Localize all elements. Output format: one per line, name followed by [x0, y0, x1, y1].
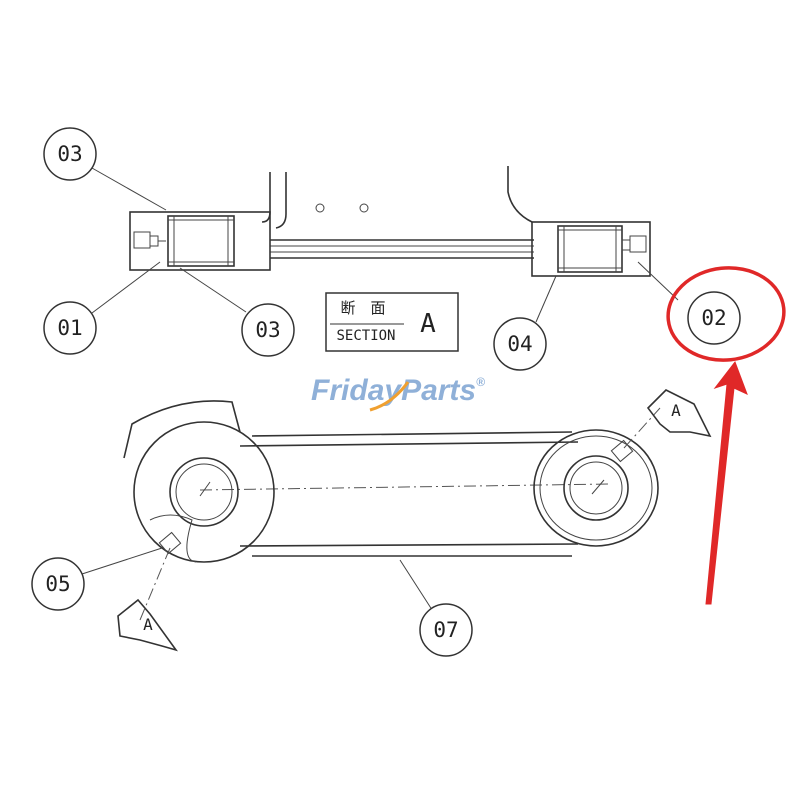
section-mark: A [671, 401, 681, 420]
section-kanji: 断 面 [340, 299, 385, 317]
callout-07: 07 [419, 603, 473, 657]
watermark-reg: ® [476, 375, 485, 389]
svg-text:07: 07 [433, 618, 458, 642]
callout-03-top: 03 [43, 127, 97, 181]
svg-text:01: 01 [57, 316, 82, 340]
svg-text:FridayParts®: FridayParts® [311, 374, 485, 407]
section-arrow-bottom-left: A [117, 598, 179, 652]
svg-text:02: 02 [701, 306, 726, 330]
section-view-top [87, 166, 679, 323]
highlight-arrow-icon [705, 360, 748, 605]
watermark-logo: FridayParts® [311, 374, 485, 412]
link-arm-view [81, 400, 661, 621]
hole [315, 203, 325, 213]
callout-04: 04 [493, 317, 547, 371]
watermark-part2: Parts [401, 374, 476, 407]
highlight-ellipse [666, 266, 786, 362]
section-word: SECTION [336, 328, 395, 344]
hole [359, 203, 369, 213]
callout-05: 05 [31, 557, 85, 611]
callout-01: 01 [43, 301, 97, 355]
svg-text:05: 05 [45, 572, 70, 596]
svg-text:03: 03 [57, 142, 82, 166]
section-letter: A [420, 309, 436, 339]
svg-text:03: 03 [255, 318, 280, 342]
callout-02: 02 [687, 291, 741, 345]
highlight-annotation [666, 266, 786, 605]
callout-03-bottom: 03 [241, 303, 295, 357]
right-bushing-housing [531, 221, 651, 277]
left-bushing-housing [129, 211, 271, 271]
section-label-box: 断 面 SECTION A [325, 292, 459, 352]
section-mark: A [143, 615, 153, 634]
svg-text:04: 04 [507, 332, 532, 356]
watermark-swoosh-icon [369, 381, 410, 412]
section-arrow-top-right: A [646, 389, 712, 438]
